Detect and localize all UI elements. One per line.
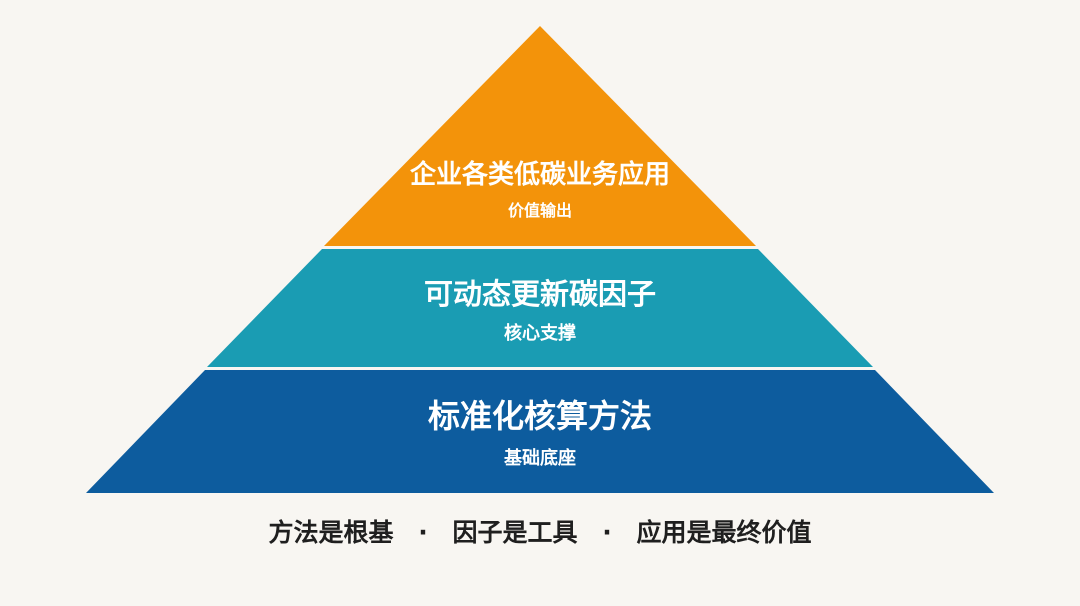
pyramid-tier-top (324, 26, 756, 246)
tier-base-title: 标准化核算方法 (427, 397, 652, 435)
tier-base-subtitle: 基础底座 (504, 448, 576, 469)
tier-middle-subtitle: 核心支撑 (504, 323, 576, 344)
tier-top-title: 企业各类低碳业务应用 (409, 160, 670, 190)
summary-separator: · (418, 518, 428, 547)
pyramid-tier-base (86, 370, 994, 493)
summary-item-tool: 因子是工具 (452, 518, 578, 547)
tier-top-text: 企业各类低碳业务应用 价值输出 (0, 162, 1080, 219)
tier-middle-title: 可动态更新碳因子 (423, 277, 656, 311)
summary-item-value: 应用是最终价值 (636, 518, 812, 547)
tier-top-subtitle: 价值输出 (507, 201, 572, 220)
summary-item-foundation: 方法是根基 (268, 518, 394, 547)
tier-middle-text: 可动态更新碳因子 核心支撑 (0, 280, 1080, 343)
summary-line: 方法是根基 · 因子是工具 · 应用是最终价值 (0, 520, 1080, 545)
summary-separator: · (602, 518, 612, 547)
pyramid-tier-middle (207, 249, 873, 367)
tier-base-text: 标准化核算方法 基础底座 (0, 400, 1080, 468)
